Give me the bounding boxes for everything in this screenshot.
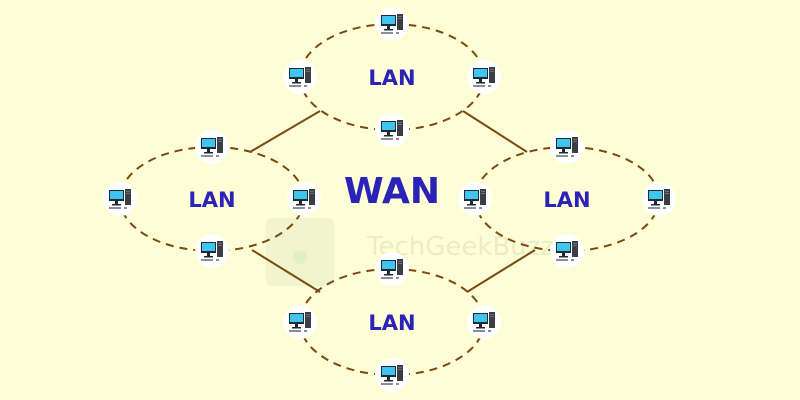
wan-link-lan-left-lan-top xyxy=(249,110,321,153)
lan-right: LAN xyxy=(458,130,676,268)
computer-icon xyxy=(283,305,317,339)
lan-left-label: LAN xyxy=(188,188,235,212)
lan-top-label: LAN xyxy=(368,66,415,90)
computer-icon xyxy=(195,130,229,164)
computer-icon xyxy=(375,358,409,392)
lan-groups: LAN LAN LAN LAN xyxy=(103,7,676,392)
wan-links xyxy=(249,110,536,293)
wan-link-lan-bottom-lan-right xyxy=(466,249,536,293)
computer-icon xyxy=(287,182,321,216)
lan-bottom: LAN xyxy=(283,252,501,392)
computer-icon xyxy=(550,130,584,164)
computer-icon xyxy=(467,305,501,339)
watermark-logo-dot xyxy=(293,250,307,264)
watermark: TechGeekBuzz xyxy=(266,218,554,286)
wan-label: WAN xyxy=(344,171,440,212)
computer-icon xyxy=(375,7,409,41)
computer-icon xyxy=(375,252,409,286)
computer-icon xyxy=(642,182,676,216)
lan-right-label: LAN xyxy=(543,188,590,212)
computer-icon xyxy=(283,60,317,94)
computer-icon xyxy=(458,182,492,216)
computer-icon xyxy=(103,182,137,216)
computer-icon xyxy=(195,234,229,268)
computer-icon xyxy=(375,113,409,147)
wan-link-lan-top-lan-right xyxy=(462,110,528,153)
lan-top: LAN xyxy=(283,7,501,147)
wan-link-lan-left-lan-bottom xyxy=(251,249,321,293)
computer-icon xyxy=(550,234,584,268)
lan-bottom-label: LAN xyxy=(368,311,415,335)
computer-icon xyxy=(467,60,501,94)
lan-left: LAN xyxy=(103,130,321,268)
